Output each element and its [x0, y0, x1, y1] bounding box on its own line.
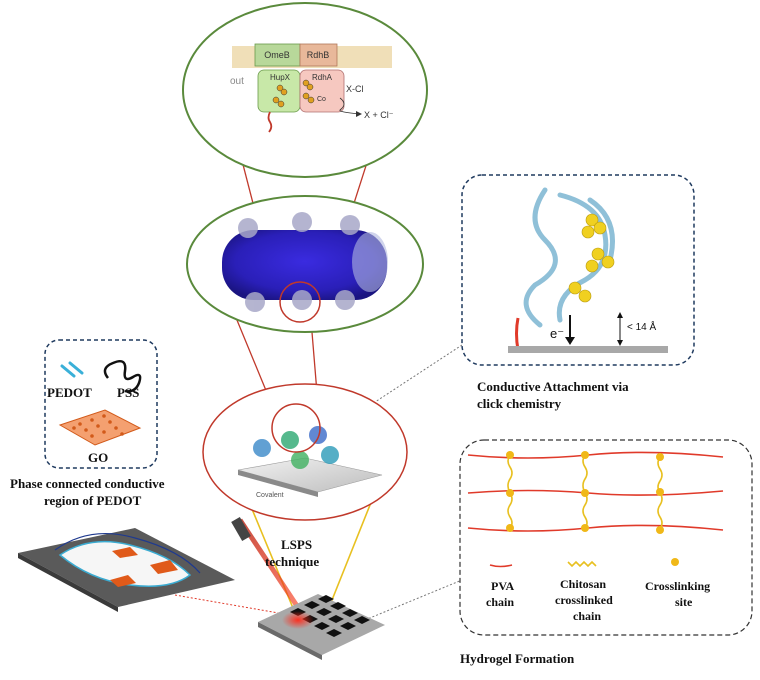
protein-cluster-icons — [253, 426, 339, 469]
laser-spot-icon — [282, 611, 314, 629]
product-label: X + Cl⁻ — [364, 110, 394, 120]
slide-zoom-circle — [271, 403, 321, 453]
conductive-caption-line2: click chemistry — [477, 396, 562, 411]
pva-label-line2: chain — [486, 595, 514, 609]
go-sheet-icon — [58, 409, 142, 446]
laser-head-icon — [231, 516, 251, 542]
enzyme-cluster-icons — [238, 212, 360, 312]
pedot-region-outline — [54, 533, 201, 574]
zoom-circle — [279, 281, 321, 323]
membrane-ellipse: OmeB RdhB out HupX RdhA Co X-Cl X + Cl⁻ — [182, 2, 428, 178]
chitosan-label-line2: crosslinked — [555, 593, 613, 607]
lsps-laser — [231, 516, 308, 620]
electrode-array-plate — [258, 594, 385, 660]
tether-icon — [267, 111, 273, 133]
linker-icon — [515, 317, 520, 351]
go-label: GO — [88, 450, 108, 465]
iron-sulfur-icon — [568, 213, 615, 303]
electrode-surface — [508, 346, 668, 353]
covalent-slide — [237, 457, 383, 493]
phase-film-plate — [18, 528, 235, 612]
pva-legend-icon — [489, 564, 513, 568]
pedot-icon — [60, 361, 84, 378]
distance-label: < 14 Å — [627, 320, 657, 333]
lsps-caption-line1: LSPS — [281, 537, 312, 552]
covalent-label: Covalent — [256, 492, 284, 499]
phase-caption-line2: region of PEDOT — [44, 493, 142, 508]
chitosan-label-line3: chain — [573, 609, 601, 623]
electrode-pads — [290, 595, 370, 637]
go-lattice-icon — [72, 414, 124, 438]
electron-arrowhead — [565, 337, 575, 345]
hydrogel-caption: Hydrogel Formation — [460, 651, 575, 666]
pedot-label: PEDOT — [47, 385, 92, 400]
chitosan-legend-icon — [567, 560, 597, 568]
out-label: out — [230, 76, 244, 87]
rdha-label: RdhA — [312, 73, 333, 82]
pss-icon — [103, 360, 142, 393]
fes-cluster-icons — [272, 79, 315, 108]
distance-arrowhead-top — [617, 312, 623, 318]
red-dotted-leader — [174, 594, 291, 616]
hupx-label: HupX — [270, 73, 291, 82]
conductive-panel: e⁻ < 14 Å — [461, 174, 695, 366]
distance-arrowhead-bottom — [617, 340, 623, 346]
pss-label: PSS — [117, 385, 139, 400]
crosslink-legend-icon — [671, 558, 679, 566]
slide-ellipse: Covalent — [202, 383, 408, 521]
hydrogel-panel: PVA chain Chitosan crosslinked chain Cro… — [459, 439, 753, 636]
bacterial-cell-icon — [222, 230, 387, 300]
crosslink-label-line1: Crosslinking — [645, 579, 710, 593]
reaction-arrowhead — [356, 111, 362, 117]
pedot-region-icon — [58, 540, 192, 587]
reaction-arrow — [339, 97, 361, 115]
cell-ellipse — [186, 195, 424, 333]
crosslink-site-markers — [506, 451, 664, 534]
phase-caption-line1: Phase connected conductive — [10, 476, 165, 491]
conductive-caption-line1: Conductive Attachment via — [477, 379, 629, 394]
pva-label-line1: PVA — [491, 579, 514, 593]
omeb-label: OmeB — [264, 50, 290, 60]
lsps-caption-line2: technique — [265, 554, 319, 569]
slide-edge — [238, 470, 318, 497]
materials-panel: PEDOT PSS GO — [44, 339, 158, 469]
rdhb-protein — [299, 43, 338, 67]
co-label: Co — [317, 96, 326, 103]
crosslink-label-line2: site — [675, 595, 693, 609]
xcl-label: X-Cl — [346, 84, 364, 94]
go-flake-icons — [110, 547, 178, 587]
rdhb-label: RdhB — [307, 50, 330, 60]
electron-label: e⁻ — [550, 326, 564, 341]
chitosan-label-line1: Chitosan — [560, 577, 606, 591]
